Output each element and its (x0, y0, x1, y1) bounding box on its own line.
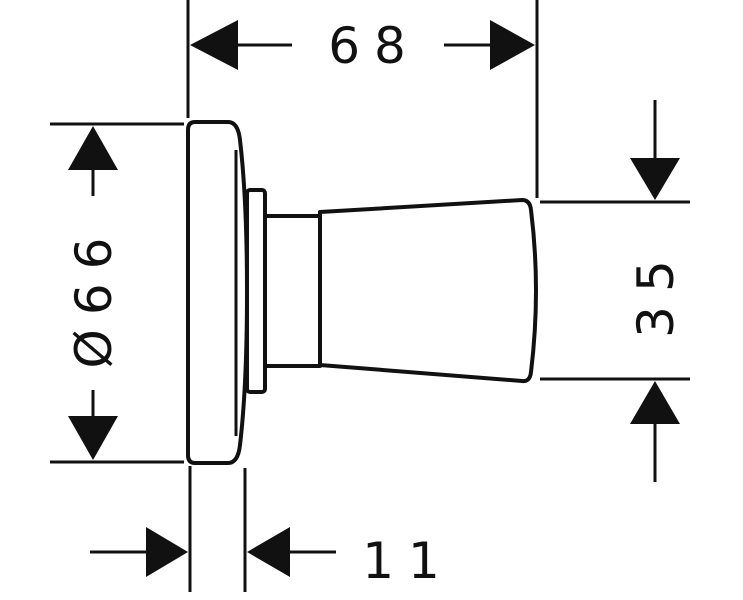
arrow-up-icon (68, 126, 118, 170)
arrow-right-icon (490, 20, 535, 70)
arrow-left-icon (190, 20, 238, 70)
rosette-step (245, 188, 267, 394)
dimension-width: 68 (186, 0, 539, 198)
arrow-left-icon (247, 527, 290, 577)
dimension-handle-height: 35 (540, 100, 690, 482)
arrow-down-icon (630, 158, 680, 200)
arrow-up-icon (630, 381, 680, 424)
dimension-diameter: Ø66 (50, 122, 184, 464)
valve-handle-part (186, 120, 538, 465)
arrow-down-icon (68, 416, 118, 460)
diameter-label: Ø66 (65, 224, 123, 369)
rosette-depth-label: 11 (362, 532, 454, 590)
handle-body (318, 198, 538, 384)
handle-neck (263, 214, 322, 368)
rosette (186, 120, 249, 465)
dimension-rosette-depth: 11 (90, 466, 454, 592)
arrow-right-icon (146, 527, 188, 577)
handle-height-label: 35 (627, 246, 685, 338)
width-label: 68 (328, 17, 420, 75)
